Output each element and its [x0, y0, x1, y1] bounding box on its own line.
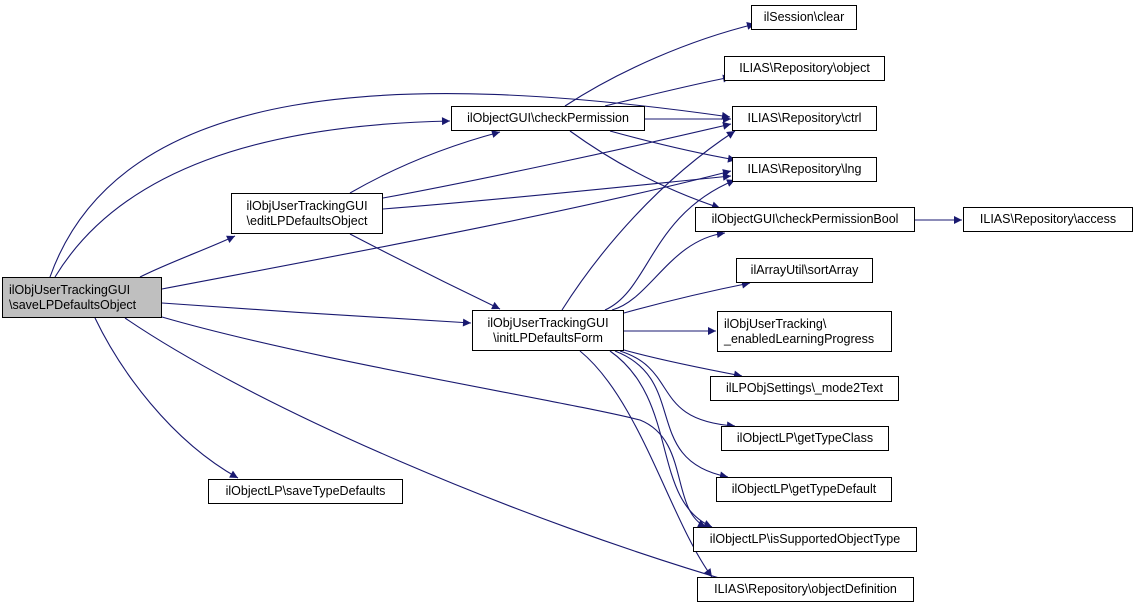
node-objDef[interactable]: ILIAS\Repository\objectDefinition	[697, 577, 914, 602]
node-checkPermBool[interactable]: ilObjectGUI\checkPermissionBool	[695, 207, 915, 232]
node-label-line: ilObjectLP\getTypeDefault	[731, 482, 877, 496]
node-repoCtrl[interactable]: ILIAS\Repository\ctrl	[732, 106, 877, 131]
node-repoLng[interactable]: ILIAS\Repository\lng	[732, 157, 877, 182]
edge-initForm-to-repoCtrl	[561, 130, 736, 311]
edge-root-to-repoLng	[161, 169, 732, 290]
node-sessClear[interactable]: ilSession\clear	[751, 5, 857, 30]
node-label-line: ilLPObjSettings\_mode2Text	[725, 381, 884, 395]
edge-checkPerm-to-sessClear	[564, 22, 756, 107]
node-root[interactable]: ilObjUserTrackingGUI\saveLPDefaultsObjec…	[2, 277, 162, 318]
node-getTypeDefault[interactable]: ilObjectLP\getTypeDefault	[716, 477, 892, 502]
edge-root-to-isSupported	[161, 316, 707, 528]
node-label-line: ilObjUserTrackingGUI	[246, 198, 368, 213]
edge-initForm-to-isSupported	[609, 350, 713, 528]
edge-editLP-to-initForm	[349, 233, 501, 310]
edge-initForm-to-sortArray	[623, 280, 751, 314]
edge-root-to-objDef	[124, 317, 737, 585]
node-label-line: ilObjectLP\saveTypeDefaults	[225, 484, 386, 498]
node-label-line: ilArrayUtil\sortArray	[750, 263, 859, 277]
node-label-line: ILIAS\Repository\access	[979, 212, 1117, 226]
node-mode2Text[interactable]: ilLPObjSettings\_mode2Text	[710, 376, 899, 401]
node-label-line: ilObjUserTrackingGUI	[9, 282, 131, 297]
node-label-line: \saveLPDefaultsObject	[9, 297, 137, 312]
edge-initForm-to-getTypeDefault	[614, 350, 729, 480]
node-label-line: _enabledLearningProgress	[724, 331, 875, 346]
node-repoAccess[interactable]: ILIAS\Repository\access	[963, 207, 1133, 232]
edge-root-to-initForm	[161, 302, 472, 327]
edge-checkPerm-to-repoObject	[604, 74, 732, 107]
edge-checkPerm-to-checkPermBool	[569, 130, 721, 210]
edge-root-to-checkPerm	[54, 117, 451, 278]
node-label-line: ILIAS\Repository\ctrl	[747, 111, 862, 125]
node-label-line: ILIAS\Repository\lng	[747, 162, 862, 176]
edge-root-to-saveType	[94, 317, 239, 479]
edge-editLP-to-repoLng	[382, 172, 732, 210]
node-label-line: ilObjectLP\getTypeClass	[736, 431, 874, 445]
edge-initForm-to-checkPermBool	[611, 230, 726, 311]
node-label-line: ILIAS\Repository\object	[739, 61, 870, 75]
edge-initForm-to-repoLng	[604, 179, 736, 311]
edge-editLP-to-checkPerm	[349, 130, 501, 194]
node-checkPerm[interactable]: ilObjectGUI\checkPermission	[451, 106, 645, 131]
edge-initForm-to-getTypeClass	[619, 350, 736, 430]
node-label-line: ilObjectGUI\checkPermission	[467, 111, 629, 125]
node-enabledLP[interactable]: ilObjUserTracking\_enabledLearningProgre…	[717, 311, 892, 352]
node-editLP[interactable]: ilObjUserTrackingGUI\editLPDefaultsObjec…	[231, 193, 383, 234]
node-label-line: ilObjUserTracking\	[724, 316, 827, 331]
edge-checkPerm-to-repoLng	[609, 130, 737, 163]
node-label-line: ilObjectLP\isSupportedObjectType	[709, 532, 901, 546]
node-initForm[interactable]: ilObjUserTrackingGUI\initLPDefaultsForm	[472, 310, 624, 351]
node-label-line: ilObjectGUI\checkPermissionBool	[711, 212, 899, 226]
edge-editLP-to-repoCtrl	[382, 121, 732, 199]
node-sortArray[interactable]: ilArrayUtil\sortArray	[736, 258, 873, 283]
node-saveType[interactable]: ilObjectLP\saveTypeDefaults	[208, 479, 403, 504]
node-label-line: \initLPDefaultsForm	[493, 330, 603, 345]
node-repoObject[interactable]: ILIAS\Repository\object	[724, 56, 885, 81]
node-label-line: ilObjUserTrackingGUI	[487, 315, 609, 330]
node-getTypeClass[interactable]: ilObjectLP\getTypeClass	[721, 426, 889, 451]
node-label-line: \editLPDefaultsObject	[246, 213, 368, 228]
node-isSupported[interactable]: ilObjectLP\isSupportedObjectType	[693, 527, 917, 552]
edge-initForm-to-mode2Text	[623, 349, 743, 379]
edge-root-to-repoCtrl	[49, 93, 731, 278]
node-label-line: ilSession\clear	[763, 10, 845, 24]
edge-root-to-editLP	[139, 235, 236, 278]
edge-initForm-to-objDef	[579, 350, 713, 578]
node-label-line: ILIAS\Repository\objectDefinition	[714, 582, 897, 596]
